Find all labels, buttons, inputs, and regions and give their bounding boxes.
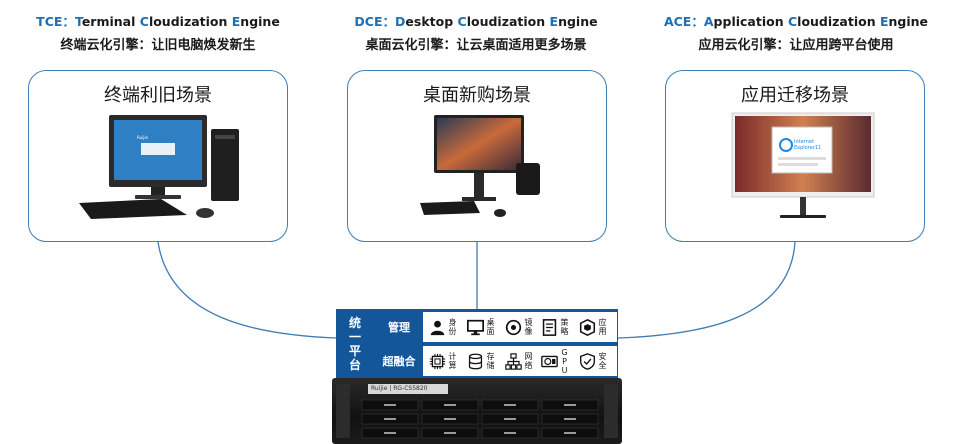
module-image: 镜像 bbox=[505, 315, 533, 339]
ace-subtitle: 应用云化引擎：让应用跨平台使用 bbox=[698, 38, 894, 53]
monitor-app-illustration: Internet Explorer11 bbox=[731, 112, 875, 218]
gpu-icon bbox=[541, 355, 558, 367]
old-pc-illustration: Ruijie bbox=[79, 115, 239, 219]
card-title-terminal-reuse: 终端利旧场景 bbox=[104, 85, 212, 106]
new-desktop-illustration bbox=[420, 115, 540, 217]
login-brand-text: Ruijie bbox=[137, 135, 148, 140]
tce-label: TCE：Terminal Cloudization Engine 终端云化引擎：… bbox=[8, 14, 308, 54]
unified-platform-panel: 统 一 平 台 管理 身份 桌面 镜像 策略 应用 超融合 计算 bbox=[336, 309, 618, 379]
server-brand-plate: Ruijie | RG-CS5820 bbox=[368, 384, 448, 394]
ace-engine-name: ACE：Application Cloudization Engine bbox=[663, 14, 929, 29]
document-icon bbox=[542, 318, 557, 336]
management-label: 管理 bbox=[375, 312, 423, 342]
shield-icon bbox=[580, 352, 595, 370]
cube-icon bbox=[579, 318, 596, 336]
ie-title-1: Internet bbox=[794, 139, 814, 145]
database-icon bbox=[468, 353, 483, 369]
tce-engine-name: TCE：Terminal Cloudization Engine bbox=[36, 14, 280, 29]
card-desktop-new: 桌面新购场景 bbox=[347, 70, 607, 242]
management-row: 管理 身份 桌面 镜像 策略 应用 bbox=[374, 311, 618, 343]
connector-left bbox=[157, 241, 337, 339]
card-app-migration: 应用迁移场景 Internet Explorer11 bbox=[665, 70, 925, 242]
hci-row: 超融合 计算 存储 网络 GPU 安全 bbox=[374, 345, 618, 377]
module-network: 网络 bbox=[505, 349, 533, 373]
module-identity: 身份 bbox=[429, 315, 457, 339]
user-icon bbox=[430, 320, 445, 335]
connector-right bbox=[617, 241, 796, 339]
dce-subtitle: 桌面云化引擎：让云桌面适用更多场景 bbox=[365, 38, 587, 53]
tce-subtitle: 终端云化引擎：让旧电脑焕发新生 bbox=[60, 38, 256, 53]
card-title-app-migration: 应用迁移场景 bbox=[741, 85, 849, 106]
disc-icon bbox=[505, 319, 522, 335]
chip-icon bbox=[429, 353, 446, 369]
monitor-icon bbox=[467, 319, 484, 335]
module-compute: 计算 bbox=[429, 349, 457, 373]
unified-platform-label: 统 一 平 台 bbox=[348, 316, 361, 372]
module-storage: 存储 bbox=[467, 349, 495, 373]
module-policy: 策略 bbox=[541, 315, 569, 339]
hci-label: 超融合 bbox=[375, 346, 423, 376]
ie-title-2: Explorer11 bbox=[794, 145, 821, 151]
server-chassis: Ruijie | RG-CS5820 bbox=[332, 378, 622, 444]
ace-label: ACE：Application Cloudization Engine 应用云化… bbox=[646, 14, 946, 54]
dce-label: DCE：Desktop Cloudization Engine 桌面云化引擎：让… bbox=[326, 14, 626, 54]
dce-engine-name: DCE：Desktop Cloudization Engine bbox=[354, 14, 598, 29]
server-front-panel bbox=[336, 384, 618, 439]
module-application: 应用 bbox=[579, 315, 607, 339]
network-icon bbox=[505, 352, 522, 370]
card-terminal-reuse: 终端利旧场景 Ruijie bbox=[28, 70, 288, 242]
module-gpu: GPU bbox=[541, 348, 569, 375]
card-title-desktop-new: 桌面新购场景 bbox=[423, 85, 531, 106]
module-desktop: 桌面 bbox=[467, 315, 495, 339]
module-security: 安全 bbox=[579, 349, 607, 373]
